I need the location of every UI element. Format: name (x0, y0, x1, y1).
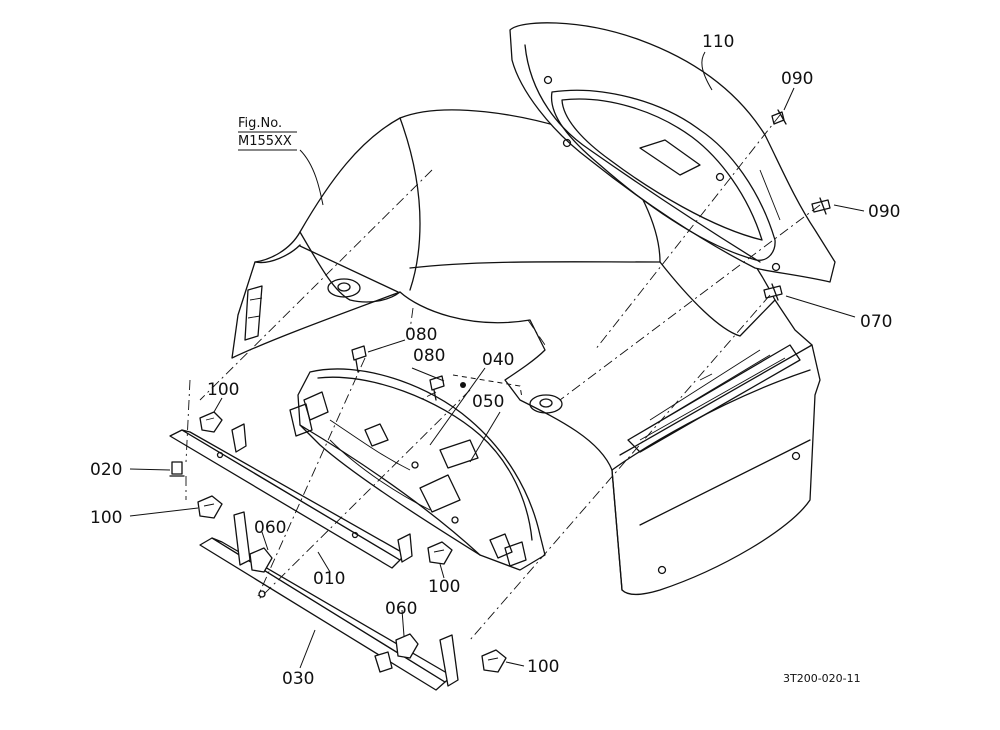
callout-050: 050 (472, 392, 504, 412)
grommet-100-b (197, 495, 223, 519)
grommet-100-a (199, 411, 223, 433)
callout-090-lower: 090 (868, 202, 900, 222)
meter-panel-assembly (289, 368, 546, 571)
grommet-100-d (481, 649, 507, 673)
callout-100-d: 100 (527, 657, 559, 677)
drawing-code: 3T200-020-11 (783, 672, 861, 685)
part-030-bracket (199, 511, 459, 691)
clip-060-a (249, 547, 273, 573)
callout-020: 020 (90, 460, 122, 480)
grommet-100-c (427, 541, 453, 565)
screw-070 (763, 283, 783, 301)
part-010-bracket (169, 423, 413, 569)
figure-reference-line2: M155XX (238, 134, 292, 149)
callout-labels: 110 090 090 070 080 080 040 050 100 020 … (90, 32, 900, 689)
alignment-lines (185, 114, 821, 641)
screw-020 (169, 461, 185, 477)
callout-060-a: 060 (254, 518, 286, 538)
leader-lines (129, 51, 865, 669)
callout-080-upper: 080 (405, 325, 437, 345)
callout-090-upper: 090 (781, 69, 813, 89)
callout-100-a: 100 (207, 380, 239, 400)
callout-070: 070 (860, 312, 892, 332)
part-110-top-panel (509, 22, 836, 283)
callout-110: 110 (702, 32, 734, 52)
callout-100-b: 100 (90, 508, 122, 528)
callout-060-b: 060 (385, 599, 417, 619)
callout-080-lower: 080 (413, 346, 445, 366)
callout-100-c: 100 (428, 577, 460, 597)
callout-040: 040 (482, 350, 514, 370)
figure-reference-line1: Fig.No. (238, 116, 282, 131)
callout-010: 010 (313, 569, 345, 589)
callout-030: 030 (282, 669, 314, 689)
screw-090-lower (811, 197, 831, 215)
clip-060-b (395, 633, 419, 659)
screw-080-upper (351, 345, 367, 373)
